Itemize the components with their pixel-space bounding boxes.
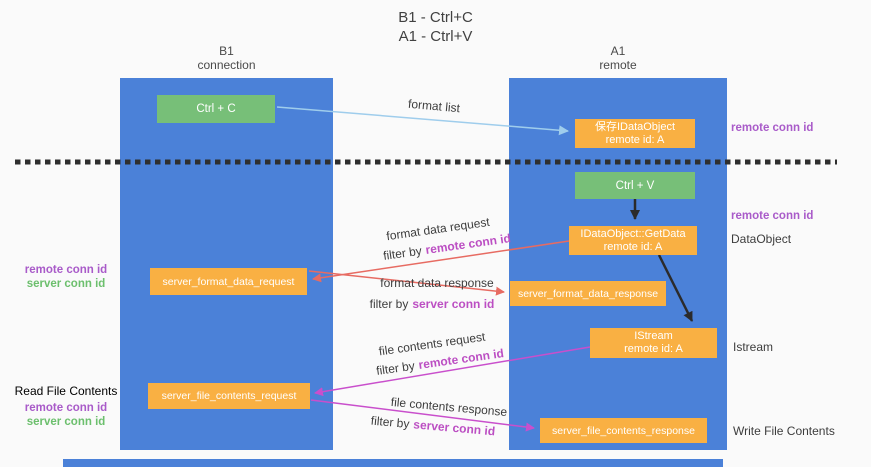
server-format-data-response-label: server_format_data_response [517, 287, 659, 300]
lifeline-right-role: remote [599, 58, 637, 72]
idataobject-getdata-title: IDataObject::GetData [580, 227, 686, 240]
istream-annotation: Istream [733, 340, 774, 354]
lifeline-right-header: A1 remote [509, 44, 727, 72]
idataobject-getdata-box: IDataObject::GetData remote id: A [569, 226, 697, 255]
ctrl-v-label: Ctrl + V [615, 179, 655, 192]
server-format-data-request-label: server_format_data_request [162, 275, 295, 288]
filter-by-text: filter by [382, 243, 423, 263]
read-file-contents-annotation: Read File Contents [14, 384, 118, 398]
remote-conn-id-annotation-mid: remote conn id [731, 210, 814, 222]
filter-by-text: filter by [369, 297, 409, 311]
lifeline-left-header: B1 connection [120, 44, 333, 72]
lifeline-left-role: connection [197, 58, 256, 72]
remote-conn-id-annotation-top: remote conn id [731, 122, 814, 134]
file-contents-response-label: file contents response [390, 394, 508, 420]
save-idataobject-title: 保存IDataObject [594, 120, 676, 133]
lifeline-right-name: A1 [610, 44, 626, 58]
istream-box: IStream remote id: A [590, 328, 717, 358]
remote-conn-id-annotation-left-1: remote conn id [24, 264, 108, 276]
diagram-title-line2: A1 - Ctrl+V [398, 28, 473, 45]
istream-remote-id: remote id: A [624, 343, 683, 355]
filter-by-text: filter by [375, 358, 416, 378]
bottom-lifeline-partial [63, 459, 723, 467]
left-conn-id-annotation-group-1: remote conn id server conn id [14, 263, 118, 291]
idataobject-getdata-remote-id: remote id: A [603, 240, 663, 253]
left-conn-id-annotation-group-2: Read File Contents remote conn id server… [14, 384, 118, 429]
format-list-label: format list [407, 96, 461, 116]
format-data-response-label: format data response [380, 276, 494, 290]
save-idataobject-box: 保存IDataObject remote id: A [575, 119, 695, 148]
remote-conn-id-annotation-left-2: remote conn id [24, 402, 108, 414]
ctrl-v-box: Ctrl + V [575, 172, 695, 199]
server-conn-id-annotation-left-2: server conn id [26, 416, 106, 428]
server-conn-id-highlight: server conn id [412, 297, 495, 311]
istream-title: IStream [634, 330, 673, 342]
write-file-contents-annotation: Write File Contents [733, 424, 835, 438]
save-idataobject-remote-id: remote id: A [605, 133, 665, 146]
lifeline-left-name: B1 [219, 44, 234, 58]
diagram-title: B1 - Ctrl+C A1 - Ctrl+V [0, 8, 871, 46]
server-file-contents-request-box: server_file_contents_request [148, 383, 310, 409]
ctrl-c-box: Ctrl + C [157, 95, 275, 123]
ctrl-c-label: Ctrl + C [196, 103, 236, 115]
server-conn-id-highlight: server conn id [412, 417, 496, 439]
server-format-data-response-box: server_format_data_response [510, 281, 666, 306]
diagram-title-line1: B1 - Ctrl+C [398, 9, 473, 26]
filter-by-text: filter by [370, 413, 411, 431]
dataobject-annotation: DataObject [731, 232, 792, 246]
server-conn-id-annotation-left-1: server conn id [26, 278, 106, 290]
server-file-contents-response-label: server_file_contents_response [551, 424, 695, 437]
server-file-contents-response-box: server_file_contents_response [540, 418, 707, 443]
server-format-data-request-box: server_format_data_request [150, 268, 307, 295]
server-file-contents-request-label: server_file_contents_request [161, 390, 297, 402]
